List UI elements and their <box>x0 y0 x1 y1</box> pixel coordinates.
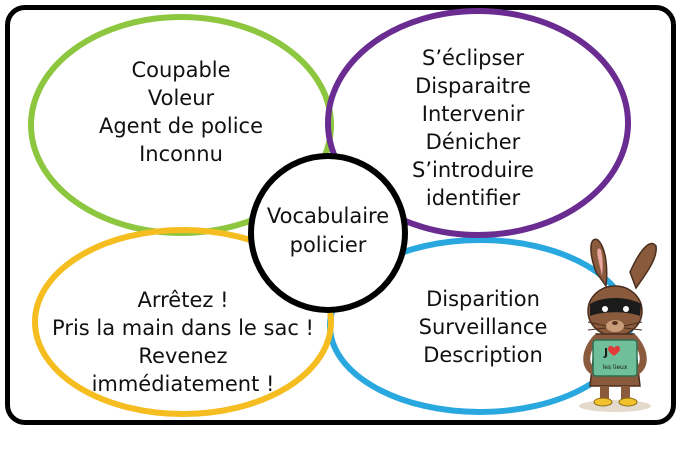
center-label-line2: policier <box>289 233 367 257</box>
word: Arrêtez ! <box>137 288 229 312</box>
bubble-bottom-right-words: Disparition Surveillance Description <box>393 285 573 369</box>
word: Dénicher <box>425 130 521 154</box>
word: immédiatement ! <box>91 372 275 396</box>
bubble-bottom-left-words: Arrêtez ! Pris la main dans le sac ! Rev… <box>43 286 323 398</box>
word: Pris la main dans le sac ! <box>52 316 314 340</box>
bubble-top-left-words: Coupable Voleur Agent de police Inconnu <box>91 56 271 168</box>
word: identifier <box>425 186 521 210</box>
word: S’éclipser <box>422 46 524 70</box>
word: Surveillance <box>418 315 548 339</box>
center-label: Vocabulaire policier <box>259 202 397 260</box>
word: Voleur <box>147 86 215 110</box>
mascot-sign-text: les lieux <box>603 364 628 371</box>
bubble-top-right-words: S’éclipser Disparaitre Intervenir Dénich… <box>383 44 563 212</box>
word: Revenez <box>138 344 228 368</box>
rabbit-mascot: J les lieux <box>579 238 657 412</box>
word: Disparition <box>426 287 540 311</box>
bubble-top-right <box>325 8 631 238</box>
word: Disparaitre <box>415 74 531 98</box>
bubble-bottom-left <box>32 227 334 417</box>
word: Agent de police <box>98 114 264 138</box>
word: Description <box>423 343 543 367</box>
word: Intervenir <box>421 102 525 126</box>
word: S’introduire <box>412 158 534 182</box>
center-circle <box>248 153 408 313</box>
center-label-line1: Vocabulaire <box>266 204 390 228</box>
svg-text:J: J <box>603 346 608 359</box>
word: Coupable <box>131 58 231 82</box>
word: Inconnu <box>139 142 223 166</box>
